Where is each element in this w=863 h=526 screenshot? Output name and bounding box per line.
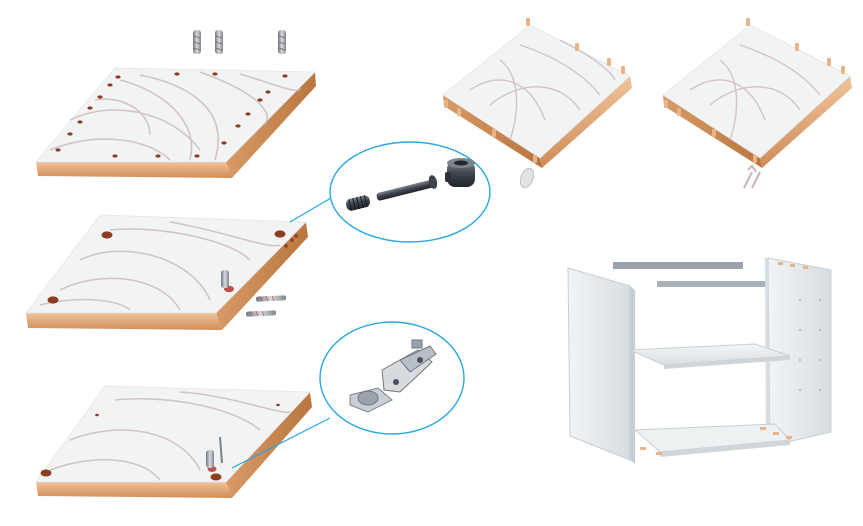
hinge-screw: [206, 450, 214, 468]
panel-side-edge: [226, 392, 312, 498]
bottom-front-edge: [660, 440, 790, 457]
hinge-pin: [219, 436, 223, 464]
panel-top-face: [662, 24, 851, 159]
left-side-panel: [567, 267, 631, 461]
dowel-pushed-panel: [662, 18, 852, 189]
bottom-dowels: [640, 427, 792, 455]
wood-grain: [469, 39, 616, 141]
connector-bolt: [221, 270, 229, 288]
side-pin-holes: [798, 298, 822, 392]
callout-leader: [231, 417, 331, 469]
loose-dowels: [246, 295, 287, 317]
hinge-callout: [231, 321, 465, 469]
callout-leader: [289, 194, 337, 223]
wood-grain: [689, 44, 821, 141]
connector-bolt: [376, 175, 438, 201]
push-arrows: [743, 164, 761, 189]
cam-panel: [25, 214, 308, 330]
panel-front-edge: [36, 162, 232, 178]
hinge-panel: [35, 385, 312, 498]
shelf-front-edge: [664, 356, 790, 369]
right-panel-dowels: [778, 262, 808, 269]
panel-front-edge: [760, 76, 852, 168]
panel-top-face: [25, 214, 307, 314]
dowel-holes: [55, 72, 288, 158]
dowel-pins: [193, 30, 286, 54]
front-rail-top: [657, 281, 779, 287]
edge-holes: [284, 234, 298, 248]
concealed-hinge: [349, 339, 437, 413]
inserted-dowels: [664, 18, 845, 163]
panel-front-edge: [36, 482, 232, 498]
inserted-dowels: [444, 18, 625, 163]
left-side-edge: [630, 286, 635, 464]
wood-grain: [39, 221, 281, 311]
wood-grain: [49, 71, 301, 161]
cabinet-frame: [567, 257, 832, 464]
panel-front-edge: [26, 313, 222, 330]
panel-side-edge: [216, 222, 308, 330]
cam-lock-callout: [289, 141, 491, 243]
panel-top-face: [35, 385, 311, 483]
wood-grain: [49, 391, 291, 481]
dowel-panel: [35, 30, 316, 178]
dowel-inserted-panel: [442, 18, 632, 189]
panel-front-edge: [540, 76, 632, 168]
back-rail-top: [613, 262, 743, 269]
panel-side-edge: [226, 72, 316, 178]
panel-top-face: [442, 24, 631, 159]
threaded-insert: [345, 195, 371, 211]
cam-lock-nut: [445, 158, 475, 187]
hinge-holes: [40, 403, 280, 481]
cam-cap: [519, 167, 535, 189]
